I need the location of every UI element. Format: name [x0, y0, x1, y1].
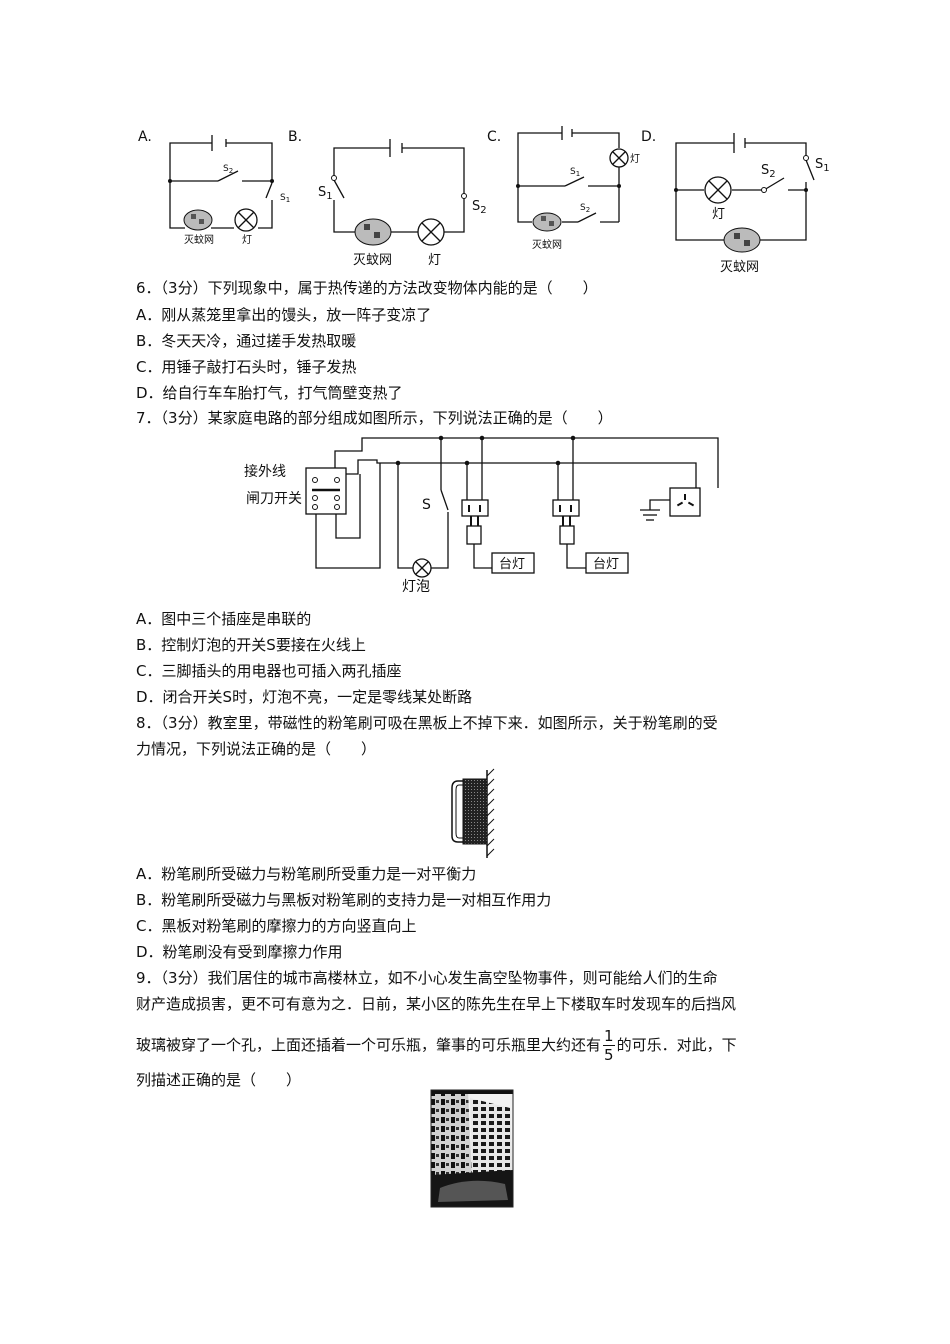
question-7-choice-d[interactable]: D．闭合开关S时，灯泡不亮，一定是零线某处断路	[136, 688, 473, 706]
desk-lamp-label-1: 台灯	[499, 557, 525, 572]
question-7-choice-c[interactable]: C．三脚插头的用电器也可插入两孔插座	[136, 662, 402, 680]
switch-s1-label-a: S1	[280, 193, 290, 204]
circuit-diagram-a: S2 S1 灭蚊网 灯	[168, 135, 290, 246]
option-a-label: A.	[138, 129, 152, 145]
question-9-stem-line4: 列描述正确的是（ ）	[136, 1071, 302, 1089]
fraction-numerator: 1	[603, 1027, 615, 1046]
mosquito-net-label-b: 灭蚊网	[353, 253, 392, 268]
question-7-stem: 7．（3分）某家庭电路的部分组成如图所示，下列说法正确的是（ ）	[136, 409, 613, 427]
question-6-choice-c[interactable]: C．用锤子敲打石头时，锤子发热	[136, 358, 357, 376]
switch-s2-label-c: S2	[580, 203, 590, 214]
switch-s2-label-a: S2	[223, 164, 233, 175]
question-9-stem-line2: 财产造成损害，更不可有意为之．日前，某小区的陈先生在早上下楼取车时发现车的后挡风	[136, 995, 737, 1013]
question-6-choice-d[interactable]: D．给自行车车胎打气，打气筒壁变热了	[136, 384, 403, 402]
lamp-label-d: 灯	[712, 207, 725, 222]
desk-lamp-label-2: 台灯	[593, 557, 619, 572]
question-7-choice-a[interactable]: A．图中三个插座是串联的	[136, 610, 312, 628]
question-6-choice-b[interactable]: B．冬天天冷，通过搓手发热取暖	[136, 332, 357, 350]
switch-s-label: S	[422, 497, 431, 513]
circuit-diagram-b: S1 S2 灭蚊网 灯	[318, 139, 487, 268]
switch-s1-label-c: S1	[570, 167, 580, 178]
circuit-diagram-c: S1 S2 灯 灭蚊网	[516, 126, 640, 251]
option-d-label: D.	[641, 129, 657, 145]
mosquito-net-label-c: 灭蚊网	[532, 238, 562, 251]
question-8-choice-d[interactable]: D．粉笔刷没有受到摩擦力作用	[136, 943, 343, 961]
lamp-label-c: 灯	[630, 153, 640, 165]
lamp-label-a: 灯	[242, 234, 252, 246]
lamp-label-b: 灯	[428, 253, 441, 268]
chalk-eraser-on-blackboard-figure	[451, 768, 495, 858]
question-7-choice-b[interactable]: B．控制灯泡的开关S要接在火线上	[136, 636, 366, 654]
question-6-stem: 6．（3分）下列现象中，属于热传递的方法改变物体内能的是（ ）	[136, 279, 598, 297]
bulb-label: 灯泡	[402, 579, 430, 595]
question-8-choice-b[interactable]: B．粉笔刷所受磁力与黑板对粉笔刷的支持力是一对相互作用力	[136, 891, 552, 909]
question-8-choice-c[interactable]: C．黑板对粉笔刷的摩擦力的方向竖直向上	[136, 917, 417, 935]
question-8-stem-line2: 力情况，下列说法正确的是（ ）	[136, 740, 377, 758]
circuit-diagram-d: S2 S1 灯 灭蚊网	[674, 133, 830, 275]
fraction-denominator: 5	[604, 1046, 614, 1064]
mosquito-net-label-a: 灭蚊网	[184, 233, 214, 246]
question-9-stem-line1: 9．（3分）我们居住的城市高楼林立，如不小心发生高空坠物事件，则可能给人们的生命	[136, 969, 718, 987]
mosquito-net-label-d: 灭蚊网	[720, 260, 759, 275]
question-9-stem-line3-post: 的可乐．对此，下	[616, 1036, 737, 1054]
external-line-label: 接外线	[244, 463, 286, 480]
question-8-choice-a[interactable]: A．粉笔刷所受磁力与粉笔刷所受重力是一对平衡力	[136, 865, 477, 883]
question-8-stem-line1: 8．（3分）教室里，带磁性的粉笔刷可吸在黑板上不掉下来．如图所示，关于粉笔刷的受	[136, 714, 718, 732]
question-6-choice-a[interactable]: A．刚从蒸笼里拿出的馒头，放一阵子变凉了	[136, 306, 432, 324]
knife-switch-label: 闸刀开关	[246, 491, 302, 507]
household-circuit-diagram: 接外线 闸刀开关 S 灯泡 台灯 台灯	[244, 435, 719, 595]
option-b-label: B.	[288, 129, 303, 145]
question-9-stem-line3-pre: 玻璃被穿了一个孔，上面还插着一个可乐瓶，肇事的可乐瓶里大约还有	[136, 1036, 602, 1054]
option-c-label: C.	[487, 129, 502, 145]
